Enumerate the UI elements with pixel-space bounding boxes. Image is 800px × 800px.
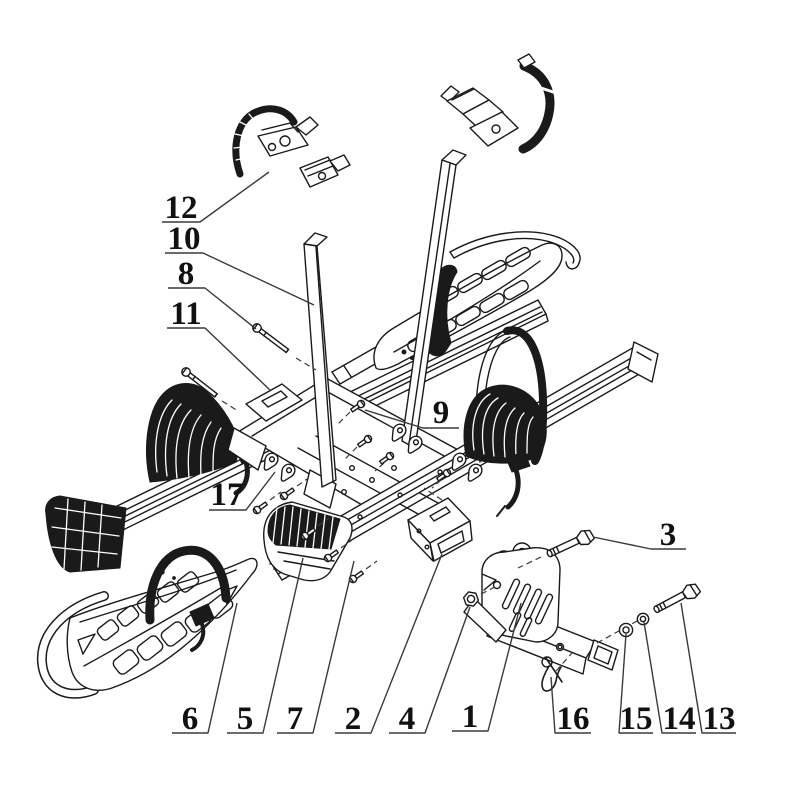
leader-line-13	[681, 603, 736, 733]
leader-line-11	[167, 328, 271, 391]
part-callout-13: 13	[681, 603, 736, 737]
frame-screw	[251, 499, 270, 516]
part-callout-9: 9	[365, 395, 459, 431]
part-callout-12: 12	[162, 172, 269, 226]
leader-line-16	[551, 677, 591, 733]
leader-line-2	[335, 554, 442, 733]
part-number-9: 9	[433, 395, 450, 431]
leader-line-4	[389, 607, 470, 733]
tray-side-rail	[450, 232, 580, 263]
leader-line-3	[593, 537, 686, 549]
part-callout-11: 11	[167, 296, 271, 391]
part-callout-16: 16	[551, 677, 591, 737]
part-callout-1: 1	[452, 603, 521, 735]
bolt-3	[544, 526, 597, 563]
wheel-chock-right	[464, 330, 546, 516]
part-number-17: 17	[211, 477, 244, 513]
crossbar-sleeve	[408, 488, 472, 561]
part-number-6: 6	[182, 701, 199, 737]
center-frame	[228, 378, 462, 515]
part-callout-2: 2	[335, 554, 442, 737]
leader-line-12	[162, 172, 269, 222]
part-number-12: 12	[165, 190, 198, 226]
part-number-11: 11	[170, 296, 201, 332]
part-callout-4: 4	[389, 607, 470, 737]
frame-screw	[278, 485, 297, 502]
leader-line-15	[619, 634, 653, 733]
hardware	[179, 321, 703, 643]
part-callout-10: 10	[165, 221, 314, 305]
leader-line-6	[172, 603, 237, 733]
part-number-8: 8	[178, 256, 195, 292]
leader-line-14	[644, 622, 696, 733]
rear-rail-end-cap	[46, 496, 126, 572]
part-callout-15: 15	[619, 634, 653, 737]
part-callout-17: 17	[209, 472, 275, 513]
wheel-tray-detached	[42, 550, 257, 694]
part-number-14: 14	[663, 701, 696, 737]
hitch-head	[464, 543, 560, 642]
part-number-10: 10	[168, 221, 201, 257]
leader-line-9	[365, 410, 459, 428]
tray-strap	[150, 550, 226, 620]
leader-line-17	[209, 472, 275, 510]
part-callout-8: 8	[168, 256, 256, 329]
part-callout-7: 7	[277, 561, 354, 737]
washer-14	[636, 612, 650, 626]
leader-line-7	[277, 561, 354, 733]
part-callout-14: 14	[644, 622, 696, 737]
part-number-1: 1	[462, 699, 479, 735]
ratchet-strap-assembly	[441, 54, 553, 149]
part-number-2: 2	[345, 701, 362, 737]
part-callout-6: 6	[172, 603, 237, 737]
part-number-13: 13	[703, 701, 736, 737]
bolt-13	[650, 580, 703, 619]
part-number-7: 7	[287, 701, 304, 737]
part-number-15: 15	[620, 701, 653, 737]
part-callout-5: 5	[227, 558, 303, 737]
leader-line-8	[168, 288, 256, 329]
front-rail-end-cap	[628, 342, 658, 382]
bumper-ramp-cap	[264, 502, 352, 581]
r-clip-pin	[542, 653, 572, 691]
part-number-3: 3	[660, 517, 677, 553]
leader-line-5	[227, 558, 303, 733]
part-callout-3: 3	[593, 517, 686, 553]
leader-line-1	[452, 603, 521, 731]
part-number-5: 5	[237, 701, 254, 737]
ratchet-clamp-assembly	[234, 109, 350, 187]
part-number-4: 4	[399, 701, 416, 737]
leader-line-10	[165, 253, 314, 305]
part-number-16: 16	[557, 701, 590, 737]
bolt-8a	[250, 321, 291, 355]
